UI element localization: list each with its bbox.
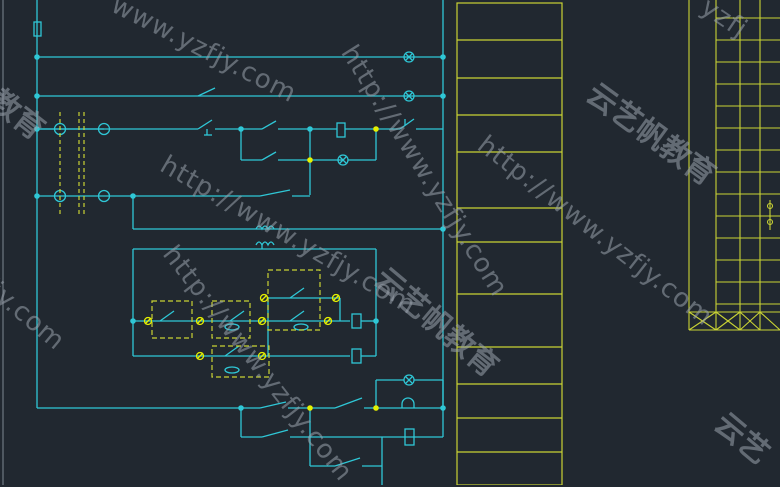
- indicator-lamp-2: [403, 90, 415, 102]
- buzzer-symbol: [401, 397, 415, 408]
- indicator-lamp-1: [403, 51, 415, 63]
- left-contact-group: [37, 122, 443, 356]
- junction-nodes-cyan: [34, 54, 446, 411]
- junction-nodes-yellow: [307, 126, 379, 411]
- power-bus: [33, 0, 444, 408]
- relay-coil-3: [351, 348, 362, 364]
- right-grid-table: [688, 0, 780, 331]
- description-table: [456, 2, 563, 485]
- relay-coil-2: [351, 313, 362, 329]
- fuse-symbol: [33, 21, 42, 37]
- mechanical-links-left: [59, 112, 85, 214]
- bottom-control-section: [37, 374, 444, 485]
- mechanical-links-interlock: [151, 269, 321, 378]
- interlock-section: [133, 287, 376, 374]
- terminal-markers: [143, 293, 341, 361]
- right-table-contact: [766, 200, 774, 230]
- transformer-symbol: [255, 225, 275, 231]
- relay-coil-4: [404, 428, 415, 446]
- control-circuit-row: [37, 118, 443, 195]
- relay-coil-1: [336, 122, 346, 138]
